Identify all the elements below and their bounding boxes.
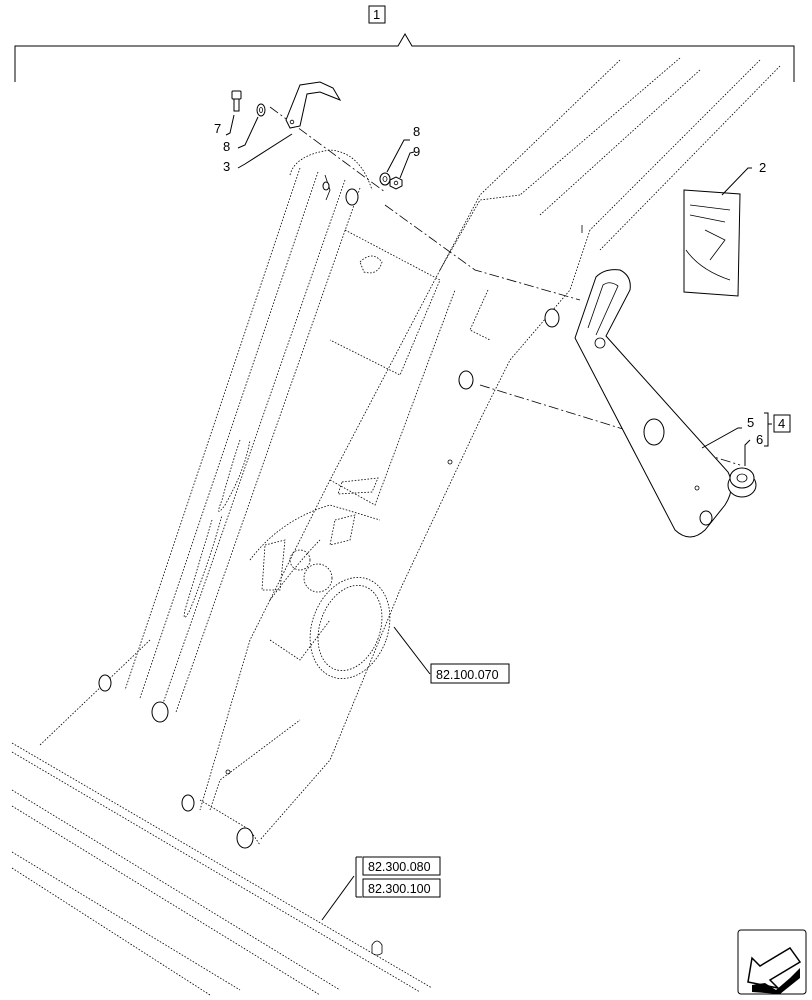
callout-6[interactable]: 6 bbox=[756, 432, 763, 447]
frame-outline bbox=[11, 639, 433, 996]
bolt-part-7: 7 bbox=[214, 90, 242, 136]
callout-2[interactable]: 2 bbox=[759, 160, 766, 175]
pivot-pins bbox=[98, 181, 583, 849]
ref-link-82-100-070[interactable]: 82.100.070 bbox=[436, 668, 499, 682]
nut-part-9: 9 bbox=[389, 144, 420, 190]
ref-link-82-300-100[interactable]: 82.300.100 bbox=[368, 882, 431, 896]
callout-8-left[interactable]: 8 bbox=[223, 139, 230, 154]
callout-7[interactable]: 7 bbox=[214, 121, 221, 136]
lever-part-5: 5 bbox=[574, 269, 754, 538]
callout-1[interactable]: 1 bbox=[373, 7, 380, 22]
reference-82-100-070: 82.100.070 bbox=[393, 626, 510, 684]
right-loader-arm bbox=[199, 57, 781, 846]
washer-part-8-right: 8 bbox=[379, 124, 420, 186]
ref-link-82-300-080[interactable]: 82.300.080 bbox=[368, 860, 431, 874]
manual-part-2: 2 bbox=[683, 160, 766, 297]
assembly-bracket: 1 bbox=[14, 5, 795, 82]
callout-5[interactable]: 5 bbox=[747, 415, 754, 430]
group-bracket-4: 4 bbox=[764, 412, 791, 447]
left-loader-arm bbox=[124, 149, 441, 713]
reference-group-82-300: 82.300.080 82.300.100 bbox=[321, 856, 441, 921]
bushing-part-6: 6 bbox=[727, 432, 763, 498]
bracket-part-3: 3 bbox=[223, 81, 342, 174]
callout-3[interactable]: 3 bbox=[223, 159, 230, 174]
callout-4[interactable]: 4 bbox=[778, 416, 785, 431]
callout-8-right[interactable]: 8 bbox=[413, 124, 420, 139]
callout-9[interactable]: 9 bbox=[413, 144, 420, 159]
arrow-back-icon[interactable] bbox=[737, 929, 807, 995]
washer-part-8-left: 8 bbox=[223, 103, 266, 154]
